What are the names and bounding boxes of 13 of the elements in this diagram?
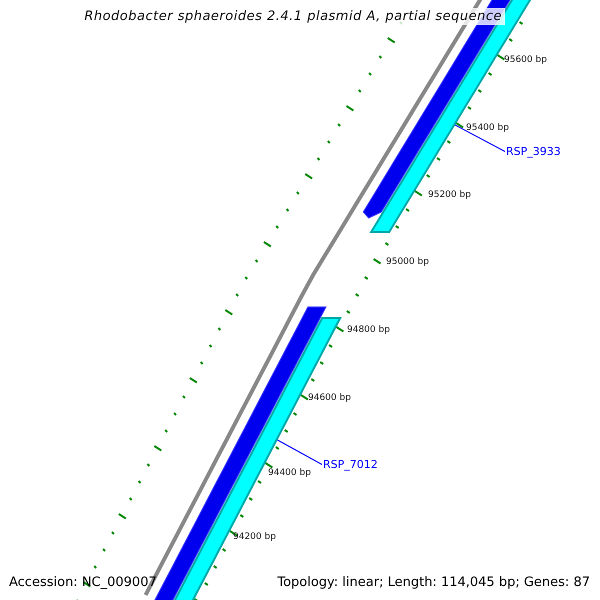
position-label: 95200 bp <box>428 190 471 200</box>
leader-line <box>277 440 322 465</box>
position-label: 95400 bp <box>466 123 509 133</box>
accession-text: Accession: NC_009007 <box>9 575 157 590</box>
position-label: 94200 bp <box>233 532 276 542</box>
position-label: 95600 bp <box>504 55 547 65</box>
position-label: 95000 bp <box>386 257 429 267</box>
leader-line <box>454 124 506 152</box>
position-label: 94400 bp <box>268 468 311 478</box>
summary-text: Topology: linear; Length: 114,045 bp; Genes: 87 <box>277 575 590 590</box>
position-label: 94600 bp <box>308 393 351 403</box>
gene-label: RSP_7012 <box>323 458 378 471</box>
gene-label: RSP_3933 <box>506 145 561 158</box>
